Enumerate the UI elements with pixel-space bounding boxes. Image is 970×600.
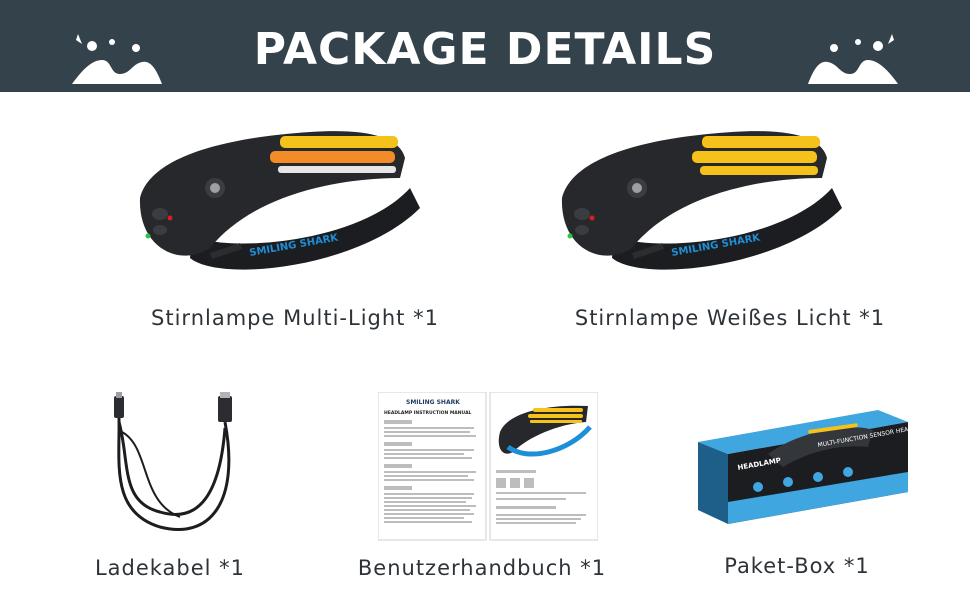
package-box-image: MULTI-FUNCTION SENSOR HEADLAMP HEADLAMP [698, 410, 910, 524]
caption-white-light: Stirnlampe Weißes Licht *1 [574, 306, 886, 330]
splash-right-icon [808, 34, 898, 84]
caption-cable: Ladekabel *1 [94, 556, 246, 580]
headlamp-white-light-image: SMILING SHARK [561, 131, 842, 270]
header-banner: PACKAGE DETAILS [0, 0, 970, 92]
user-manual-image: SMILING SHARK HEADLAMP INSTRUCTION MANUA… [378, 392, 598, 541]
headlamp-multi-light-image: SMILING SHARK [139, 131, 420, 270]
caption-multi-light: Stirnlampe Multi-Light *1 [151, 306, 439, 330]
caption-box: Paket-Box *1 [724, 554, 870, 578]
usb-cable-image [114, 392, 232, 531]
caption-manual: Benutzerhandbuch *1 [357, 556, 607, 580]
page-title: PACKAGE DETAILS [253, 24, 717, 75]
manual-title: HEADLAMP INSTRUCTION MANUAL [384, 410, 472, 416]
splash-left-icon [72, 34, 162, 84]
svg-text:SMILING SHARK: SMILING SHARK [406, 399, 460, 406]
